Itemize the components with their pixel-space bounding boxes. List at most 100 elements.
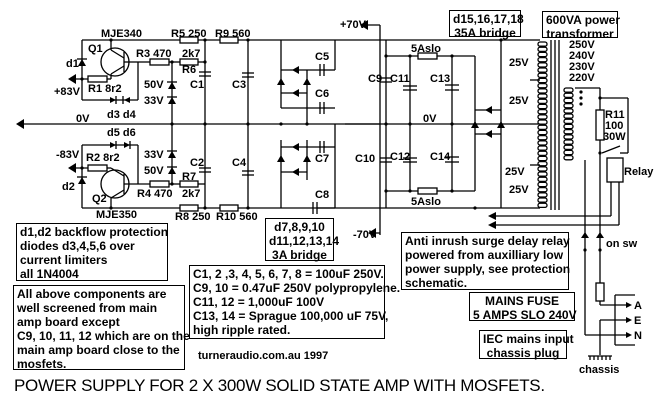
r8-label: R8 250 <box>175 211 210 223</box>
page-title: POWER SUPPLY FOR 2 X 300W SOLID STATE AM… <box>14 376 545 395</box>
r7-value-label: 2k7 <box>182 188 200 200</box>
c14-label: C14 <box>430 151 451 163</box>
q2-ref-label: Q2 <box>92 193 107 205</box>
relay-coil <box>606 157 624 183</box>
primary-coil-turn <box>563 87 574 93</box>
secondary-coil-turn <box>537 51 548 58</box>
c3-label: C3 <box>232 79 246 91</box>
secondary-coil-turn <box>537 82 548 89</box>
q1-ref-label: Q1 <box>88 43 103 55</box>
note-line: 600VA power <box>546 13 621 27</box>
secondary-coil-turn <box>537 166 548 172</box>
r8-resistor <box>179 204 199 212</box>
secondary-4-label: 25V <box>509 184 529 196</box>
secondary-3-label: 25V <box>505 166 525 178</box>
note-line: diodes d3,4,5,6 over <box>20 239 135 253</box>
secondary-coil-turn <box>537 88 548 94</box>
c13-label: C13 <box>430 73 450 85</box>
note-line: high ripple rated. <box>193 323 291 337</box>
tap-220v-label: 220V <box>569 72 595 84</box>
zener-50v-label: 50V <box>144 79 164 91</box>
q2-part-label: MJE350 <box>96 209 137 221</box>
r1-label: R1 8r2 <box>88 83 122 95</box>
note-line: chassis plug <box>486 346 560 360</box>
secondary-coil-turn <box>537 176 548 183</box>
chassis-label: chassis <box>579 364 619 376</box>
secondary-coil-turn <box>537 93 548 99</box>
note-line: C13, 14 = Sprague 100,000 uF 75V, <box>193 309 389 323</box>
primary-coil-turn <box>563 128 574 135</box>
note-line: 3A bridge <box>272 248 327 262</box>
note-line: Anti inrush surge delay relay <box>405 234 570 248</box>
secondary-coil-turn <box>537 181 548 188</box>
note-line: well screened from main <box>17 301 158 315</box>
r4-resistor <box>149 180 170 188</box>
r11-resistor <box>595 109 605 141</box>
note-line: main amp board close to the <box>17 343 180 357</box>
secondary-coil-turn <box>537 56 548 63</box>
c10-label: C10 <box>355 153 375 165</box>
note-line: power supply, see protection <box>405 262 571 276</box>
r2-resistor <box>87 164 108 172</box>
d2-label: d2 <box>62 181 75 193</box>
secondary-coil-turn <box>537 98 548 105</box>
transformer-note: 600VA power transformer <box>542 11 621 41</box>
r11-ref-label: R11 <box>605 109 625 121</box>
capacitor-values-note: C1, 2 ,3, 4, 5, 6, 7, 8 = 100uF 250V. C9… <box>189 265 400 339</box>
note-line: mosfets. <box>17 357 67 371</box>
main-zero-volt-label: 0V <box>423 113 437 125</box>
secondary-coil-turn <box>537 186 548 193</box>
secondary-coil-turn <box>537 140 548 146</box>
note-line: transformer <box>546 27 614 41</box>
secondary-coil-turn <box>537 41 548 47</box>
relay-label: Relay <box>624 166 654 178</box>
fuse-top-label: 5Aslo <box>411 43 441 55</box>
r6-value-label: 2k7 <box>182 48 200 60</box>
secondary-coil-turn <box>537 72 548 79</box>
minus83-label: -83V <box>56 149 80 161</box>
secondary-coil-turn <box>537 67 548 73</box>
primary-coil-turn <box>563 102 574 109</box>
secondary-coil-turn <box>537 145 548 151</box>
r5-resistor <box>179 36 199 44</box>
r5-label: R5 250 <box>171 28 206 40</box>
mains-fuse-note: MAINS FUSE 5 AMPS SLO 240V <box>469 292 577 322</box>
aux-bridge-note: d7,8,9,10 d11,12,13,14 3A bridge <box>265 218 340 262</box>
note-line: All above components are <box>17 287 167 301</box>
d3-d4-label: d3 d4 <box>107 109 137 121</box>
note-line: current limiters <box>20 253 108 267</box>
note-line: 35A bridge <box>454 26 516 40</box>
note-line: d11,12,13,14 <box>269 234 340 248</box>
mains-pin-n: N <box>634 330 642 342</box>
r10-label: R10 560 <box>216 211 258 223</box>
c4-label: C4 <box>232 157 247 169</box>
mains-fuse <box>595 282 605 302</box>
c2-label: C2 <box>190 157 204 169</box>
backflow-note: d1,d2 backflow protection diodes d3,4,5,… <box>16 223 168 281</box>
r6-ref-label: R6 <box>182 64 196 76</box>
mains-pin-e: E <box>634 315 641 327</box>
secondary-coil-turn <box>537 192 548 198</box>
zener-33v-label-2: 33V <box>144 149 164 161</box>
secondary-coil-turn <box>537 171 548 177</box>
secondary-coil-turn <box>537 108 548 115</box>
primary-coil-turn <box>563 144 574 151</box>
c9-label: C9 <box>368 73 382 85</box>
power-transformer <box>488 39 635 360</box>
primary-coil-turn <box>563 154 574 161</box>
note-line: IEC mains input <box>483 332 574 346</box>
note-line: amp board except <box>17 315 120 329</box>
note-line: 5 AMPS SLO 240V <box>473 308 577 322</box>
r1-resistor <box>87 75 108 83</box>
credit-text: turneraudio.com.au 1997 <box>198 350 329 362</box>
note-line: C1, 2 ,3, 4, 5, 6, 7, 8 = 100uF 250V. <box>193 267 384 281</box>
negative-regulator <box>68 124 380 212</box>
r3-label: R3 470 <box>136 48 171 60</box>
note-line: d1,d2 backflow protection <box>20 225 169 239</box>
primary-coil-turn <box>563 118 574 125</box>
r11-power-label: 30W <box>603 131 626 143</box>
tap-240v-label: 240V <box>569 50 595 62</box>
positive-regulator <box>68 36 380 124</box>
zener-33v-label: 33V <box>144 95 164 107</box>
